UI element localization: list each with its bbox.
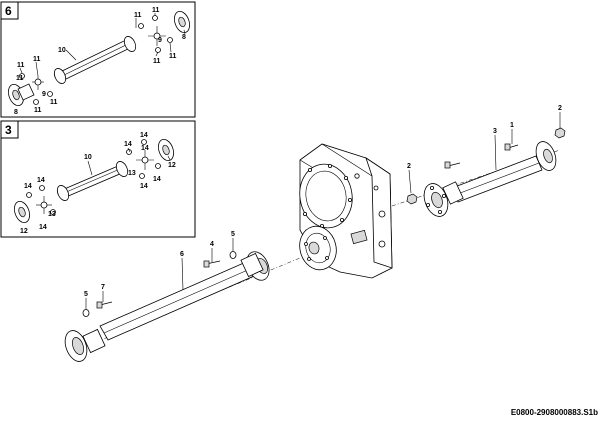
bolt-1-center	[444, 161, 461, 169]
inset-3-right-flange	[158, 138, 174, 162]
inset-6-drive-shaft	[53, 36, 137, 84]
lower-drive-shaft	[64, 251, 270, 362]
inset-6-left-flange	[8, 83, 35, 107]
bolt-1	[504, 143, 519, 151]
inset-3-left-cross	[26, 185, 56, 215]
leader-3	[494, 134, 497, 171]
callout-1: 1	[510, 122, 514, 129]
callout-2: 2	[558, 105, 562, 112]
inset-3-label-14: 14	[141, 145, 149, 152]
inset-6-label-10: 10	[58, 47, 66, 54]
inset-3-label-14: 14	[37, 177, 45, 184]
inset-3-label-14: 14	[39, 224, 47, 231]
inset-6-left-cross	[19, 73, 53, 105]
washer-5-lower	[82, 309, 90, 317]
leader-2	[408, 169, 412, 194]
inset-6-label-11: 11	[16, 75, 24, 82]
inset-3-tag: 3	[5, 123, 12, 137]
callout-2: 2	[407, 163, 411, 170]
inset-6-label-11: 11	[17, 62, 25, 69]
callout-3: 3	[493, 128, 497, 135]
upper-drive-shaft	[423, 141, 557, 217]
inset-3-label-14: 14	[140, 132, 148, 139]
nut-2-left	[406, 193, 418, 205]
inset-6-right-flange	[174, 10, 190, 34]
inset-3-label-10: 10	[84, 154, 92, 161]
inset-3-label-14: 14	[140, 183, 148, 190]
inset-3-label-12: 12	[20, 228, 28, 235]
callout-5: 5	[231, 231, 235, 238]
inset-6-label-11: 11	[169, 53, 177, 60]
callout-5: 5	[84, 291, 88, 298]
inset-6-label-11: 11	[153, 58, 161, 65]
inset-3-drive-shaft	[56, 161, 129, 201]
bolt-7	[96, 301, 113, 309]
inset-6-label-8: 8	[14, 109, 18, 116]
callout-7: 7	[101, 284, 105, 291]
washer-5-upper	[229, 251, 237, 259]
inset-3-label-14: 14	[153, 176, 161, 183]
callout-6: 6	[180, 251, 184, 258]
inset-6-label-11: 11	[34, 107, 42, 114]
callout-4: 4	[210, 241, 214, 248]
inset-6-label-9: 9	[42, 91, 46, 98]
inset-3-label-13: 13	[48, 211, 56, 218]
inset-6-label-11: 11	[33, 56, 41, 63]
leader-6	[181, 257, 184, 291]
inset-3-label-13: 13	[128, 170, 136, 177]
inset-6-label-9: 9	[158, 37, 162, 44]
inset-3-right-cross	[126, 139, 161, 179]
inset-6-label-8: 8	[182, 34, 186, 41]
inset-6-tag: 6	[5, 4, 12, 18]
inset-6-label-11: 11	[152, 7, 160, 14]
inset-3-label-14: 14	[124, 141, 132, 148]
inset-3-left-flange	[14, 200, 30, 224]
inset-3-label-14: 14	[24, 183, 32, 190]
bolt-4	[203, 260, 221, 268]
drawing-reference: E0800-2908000883.S1b	[511, 408, 598, 417]
inset-3: 3	[0, 120, 196, 238]
inset-3-label-12: 12	[168, 162, 176, 169]
gearbox-housing	[299, 143, 393, 279]
inset-6-label-11: 11	[50, 99, 58, 106]
inset-6: 6	[0, 1, 196, 118]
inset-6-label-11: 11	[134, 12, 142, 19]
nut-2-right	[554, 127, 566, 139]
